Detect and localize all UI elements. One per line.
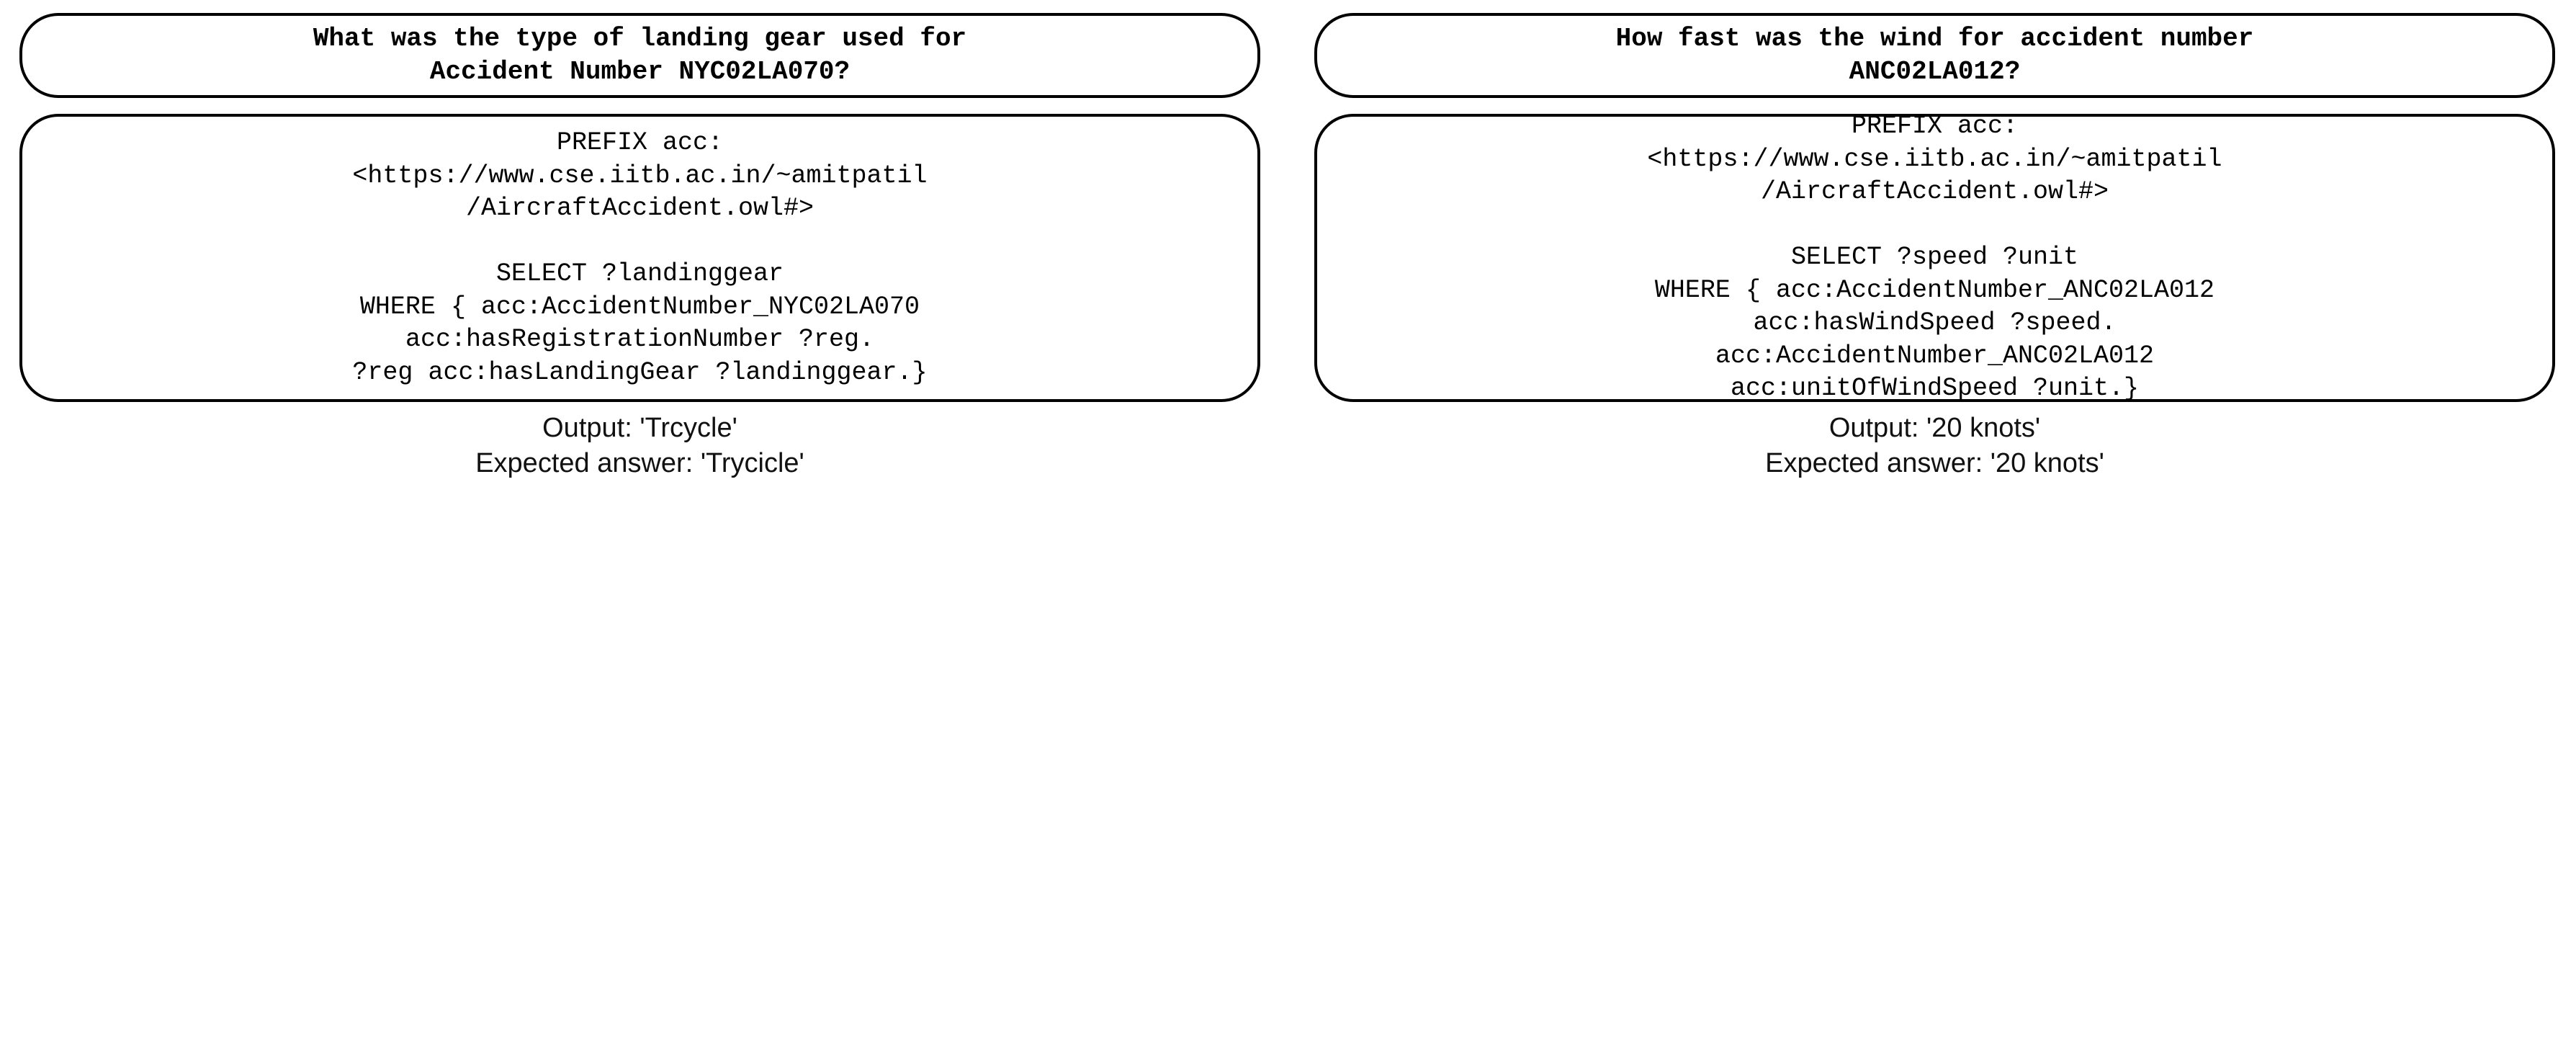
- sparql-query-text-right: PREFIX acc: <https://www.cse.iitb.ac.in/…: [1647, 112, 2222, 403]
- result-captions-right: Output: '20 knots' Expected answer: '20 …: [1314, 411, 2555, 481]
- question-text-right: How fast was the wind for accident numbe…: [1615, 23, 2254, 86]
- output-line-right: Output: '20 knots': [1828, 413, 2041, 443]
- example-column-left: What was the type of landing gear used f…: [19, 0, 1260, 1054]
- sparql-query-text-left: PREFIX acc: <https://www.cse.iitb.ac.in/…: [352, 128, 928, 387]
- example-column-right: How fast was the wind for accident numbe…: [1314, 0, 2555, 1054]
- expected-answer-line-right: Expected answer: '20 knots': [1765, 447, 2104, 478]
- sparql-query-box-right: PREFIX acc: <https://www.cse.iitb.ac.in/…: [1314, 112, 2555, 403]
- question-text-left: What was the type of landing gear used f…: [313, 23, 967, 86]
- question-box-left: What was the type of landing gear used f…: [19, 13, 1260, 98]
- expected-answer-line-left: Expected answer: 'Trycicle': [475, 447, 804, 478]
- result-captions-left: Output: 'Trcycle' Expected answer: 'Tryc…: [19, 411, 1260, 481]
- output-line-left: Output: 'Trcycle': [542, 413, 737, 443]
- sparql-query-box-left: PREFIX acc: <https://www.cse.iitb.ac.in/…: [19, 114, 1260, 402]
- question-box-right: How fast was the wind for accident numbe…: [1314, 13, 2555, 98]
